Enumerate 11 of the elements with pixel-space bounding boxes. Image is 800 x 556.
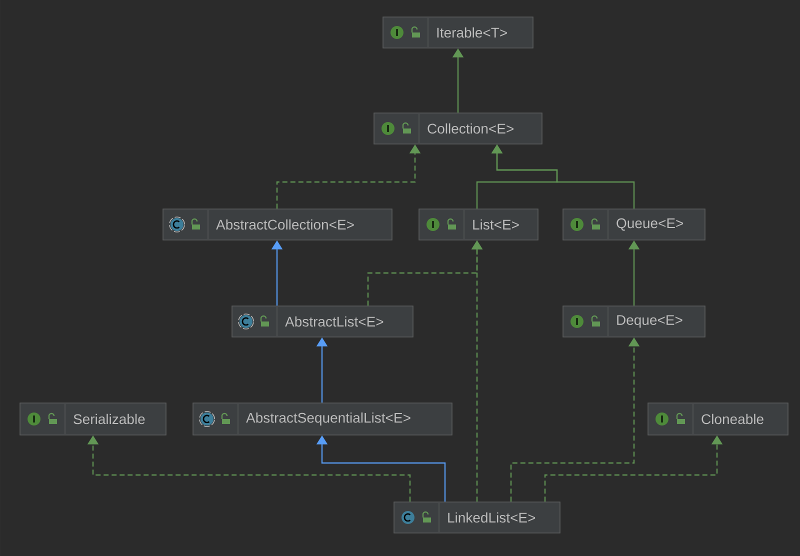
class-box: AbstractCollection<E> — [162, 208, 392, 240]
class-box: Iterable<T> — [382, 16, 534, 48]
class-box: LinkedList<E> — [394, 502, 560, 534]
class-box: Queue<E> — [562, 208, 706, 240]
class-box: Cloneable — [648, 402, 788, 436]
class-box: Collection<E> — [374, 112, 542, 144]
class-box: List<E> — [418, 208, 538, 240]
class-box: AbstractList<E> — [232, 306, 414, 338]
class-box: Serializable — [20, 402, 166, 436]
class-box: AbstractSequentialList<E> — [192, 402, 452, 436]
class-box: Deque<E> — [562, 306, 706, 338]
